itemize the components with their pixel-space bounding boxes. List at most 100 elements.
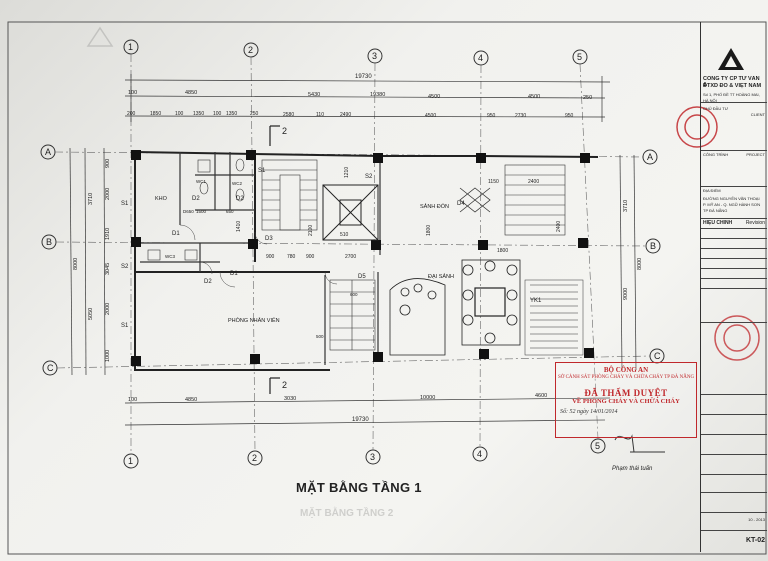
- svg-text:D650: D650: [183, 209, 194, 214]
- svg-text:D1: D1: [172, 231, 180, 237]
- sheet-border: [7, 21, 767, 555]
- svg-text:S1: S1: [121, 323, 129, 329]
- stamp-approved: ĐÃ THẨM DUYỆT: [584, 388, 668, 398]
- svg-text:1850: 1850: [150, 111, 161, 117]
- grid-col-2: 2: [248, 45, 253, 55]
- svg-text:900: 900: [306, 254, 315, 260]
- tb-divider: [701, 102, 767, 103]
- company-seal: [676, 106, 718, 148]
- stamp-approved-sub: VỀ PHÒNG CHÁY VÀ CHỮA CHÁY: [572, 398, 680, 405]
- svg-text:110: 110: [316, 112, 324, 118]
- door-swings: [179, 224, 338, 288]
- tb-divider: [701, 238, 767, 239]
- tb-divider: [701, 492, 767, 493]
- company-name: CÔNG TY CP TƯ VẤN &: [703, 76, 760, 88]
- svg-text:900: 900: [266, 254, 275, 260]
- grid-col-3: 3: [372, 51, 377, 61]
- section-mark-bottom: 2: [282, 380, 287, 390]
- dimension-lines-left: [69, 147, 106, 376]
- svg-text:1500: 1500: [196, 209, 207, 214]
- grid-col-5-bottom: 5: [595, 441, 600, 451]
- svg-text:3030: 3030: [284, 396, 296, 402]
- svg-text:250: 250: [583, 95, 592, 101]
- svg-text:1910: 1910: [105, 228, 111, 240]
- dim-right: 3710 9000 8000: [623, 200, 643, 300]
- svg-text:8000: 8000: [73, 258, 79, 270]
- dimension-lines-right: [619, 154, 637, 371]
- svg-text:1800: 1800: [426, 225, 432, 236]
- client-label: CHỦ ĐẦU TƯ: [703, 106, 729, 111]
- reception-furniture: [389, 259, 521, 356]
- svg-text:19730: 19730: [352, 417, 369, 423]
- svg-text:2000: 2000: [105, 303, 111, 315]
- grid-row-c-right: C: [654, 351, 661, 361]
- stair-right: [504, 164, 566, 236]
- tb-divider: [701, 248, 767, 249]
- tb-divider: [701, 186, 767, 187]
- svg-text:2700: 2700: [345, 254, 356, 260]
- company-address: Số 1, PHỐ ĐỀ TT HOÀNG MAI, HÀ NỘI: [703, 92, 760, 103]
- svg-text:3045: 3045: [105, 263, 111, 275]
- svg-text:9000: 9000: [623, 288, 629, 300]
- svg-text:600: 600: [350, 292, 358, 297]
- svg-text:2580: 2580: [283, 112, 294, 118]
- stamp-number: Số: 52 ngày 14/01/2014: [560, 409, 618, 415]
- toilet-fixtures: [147, 158, 245, 261]
- svg-text:4850: 4850: [185, 397, 197, 403]
- dimension-lines-top: [124, 74, 611, 122]
- svg-text:3710: 3710: [88, 193, 94, 205]
- door-d4: [459, 187, 491, 213]
- tb-divider: [701, 394, 767, 395]
- company-name-2: ĐTXD ĐÔ & VIỆT NAM: [703, 83, 762, 89]
- company-logo-icon: [718, 48, 744, 70]
- svg-text:2400: 2400: [556, 221, 562, 232]
- svg-text:2400: 2400: [528, 179, 539, 185]
- svg-text:510: 510: [340, 232, 349, 238]
- svg-text:19380: 19380: [370, 92, 385, 98]
- room-labels: KHO SẢNH ĐÓN PHÒNG NHÂN VIÊN ĐẠI SẢNH WC…: [155, 179, 454, 324]
- dim-bottom: 100 4850 3030 10000 4600 19730: [128, 393, 547, 423]
- svg-text:1410: 1410: [236, 221, 242, 232]
- svg-text:8000: 8000: [637, 258, 643, 270]
- room-wc1: WC1: [196, 179, 206, 184]
- svg-text:4850: 4850: [185, 90, 197, 96]
- signature-scribble: [614, 434, 665, 453]
- dimension-lines-bottom: [124, 397, 611, 426]
- tb-divider: [701, 322, 767, 323]
- svg-text:4500: 4500: [528, 94, 540, 100]
- grid-col-1-bottom: 1: [128, 456, 133, 466]
- svg-text:2490: 2490: [340, 112, 351, 118]
- grid-col-5: 5: [577, 52, 582, 62]
- room-wc3: WC3: [165, 254, 175, 259]
- svg-text:D4: D4: [457, 201, 465, 207]
- tb-divider: [701, 268, 767, 269]
- grid-row-b-right: B: [650, 241, 656, 251]
- elevator-shaft: [322, 184, 379, 241]
- grid-row-a-right: A: [647, 152, 653, 162]
- svg-text:2100: 2100: [308, 225, 314, 236]
- svg-text:250: 250: [250, 111, 259, 117]
- grid-column-bubbles-bottom: 1 2 3 4 5: [123, 438, 606, 469]
- ramp-right: [524, 279, 584, 356]
- room-dai-sanh: ĐẠI SẢNH: [428, 273, 454, 280]
- date-text: 10 - 2013: [748, 517, 765, 522]
- svg-text:2730: 2730: [515, 113, 526, 119]
- grid-row-c: C: [47, 363, 54, 373]
- watermark-logo: [86, 26, 114, 47]
- tb-divider: [701, 474, 767, 475]
- svg-text:1350: 1350: [226, 111, 237, 117]
- drawing-title-ghost: MẶT BẰNG TẦNG 2: [300, 508, 394, 519]
- svg-text:D2: D2: [204, 279, 212, 285]
- title-block: CÔNG TY CP TƯ VẤN & ĐTXD ĐÔ & VIỆT NAM S…: [700, 22, 767, 552]
- structural-columns: [131, 150, 594, 366]
- tb-divider: [701, 530, 767, 531]
- dim-left: 3710 900 2000 1910 3045 2000 5050 8000 1…: [73, 159, 111, 362]
- grid-col-2-bottom: 2: [252, 453, 257, 463]
- project-text: PROJECT: [746, 152, 765, 157]
- project-label: CÔNG TRÌNH: [703, 152, 729, 157]
- svg-text:D1: D1: [230, 271, 238, 277]
- svg-text:S1: S1: [258, 168, 266, 174]
- room-phong-nhan-vien: PHÒNG NHÂN VIÊN: [228, 316, 280, 324]
- grid-col-4-bottom: 4: [477, 449, 482, 459]
